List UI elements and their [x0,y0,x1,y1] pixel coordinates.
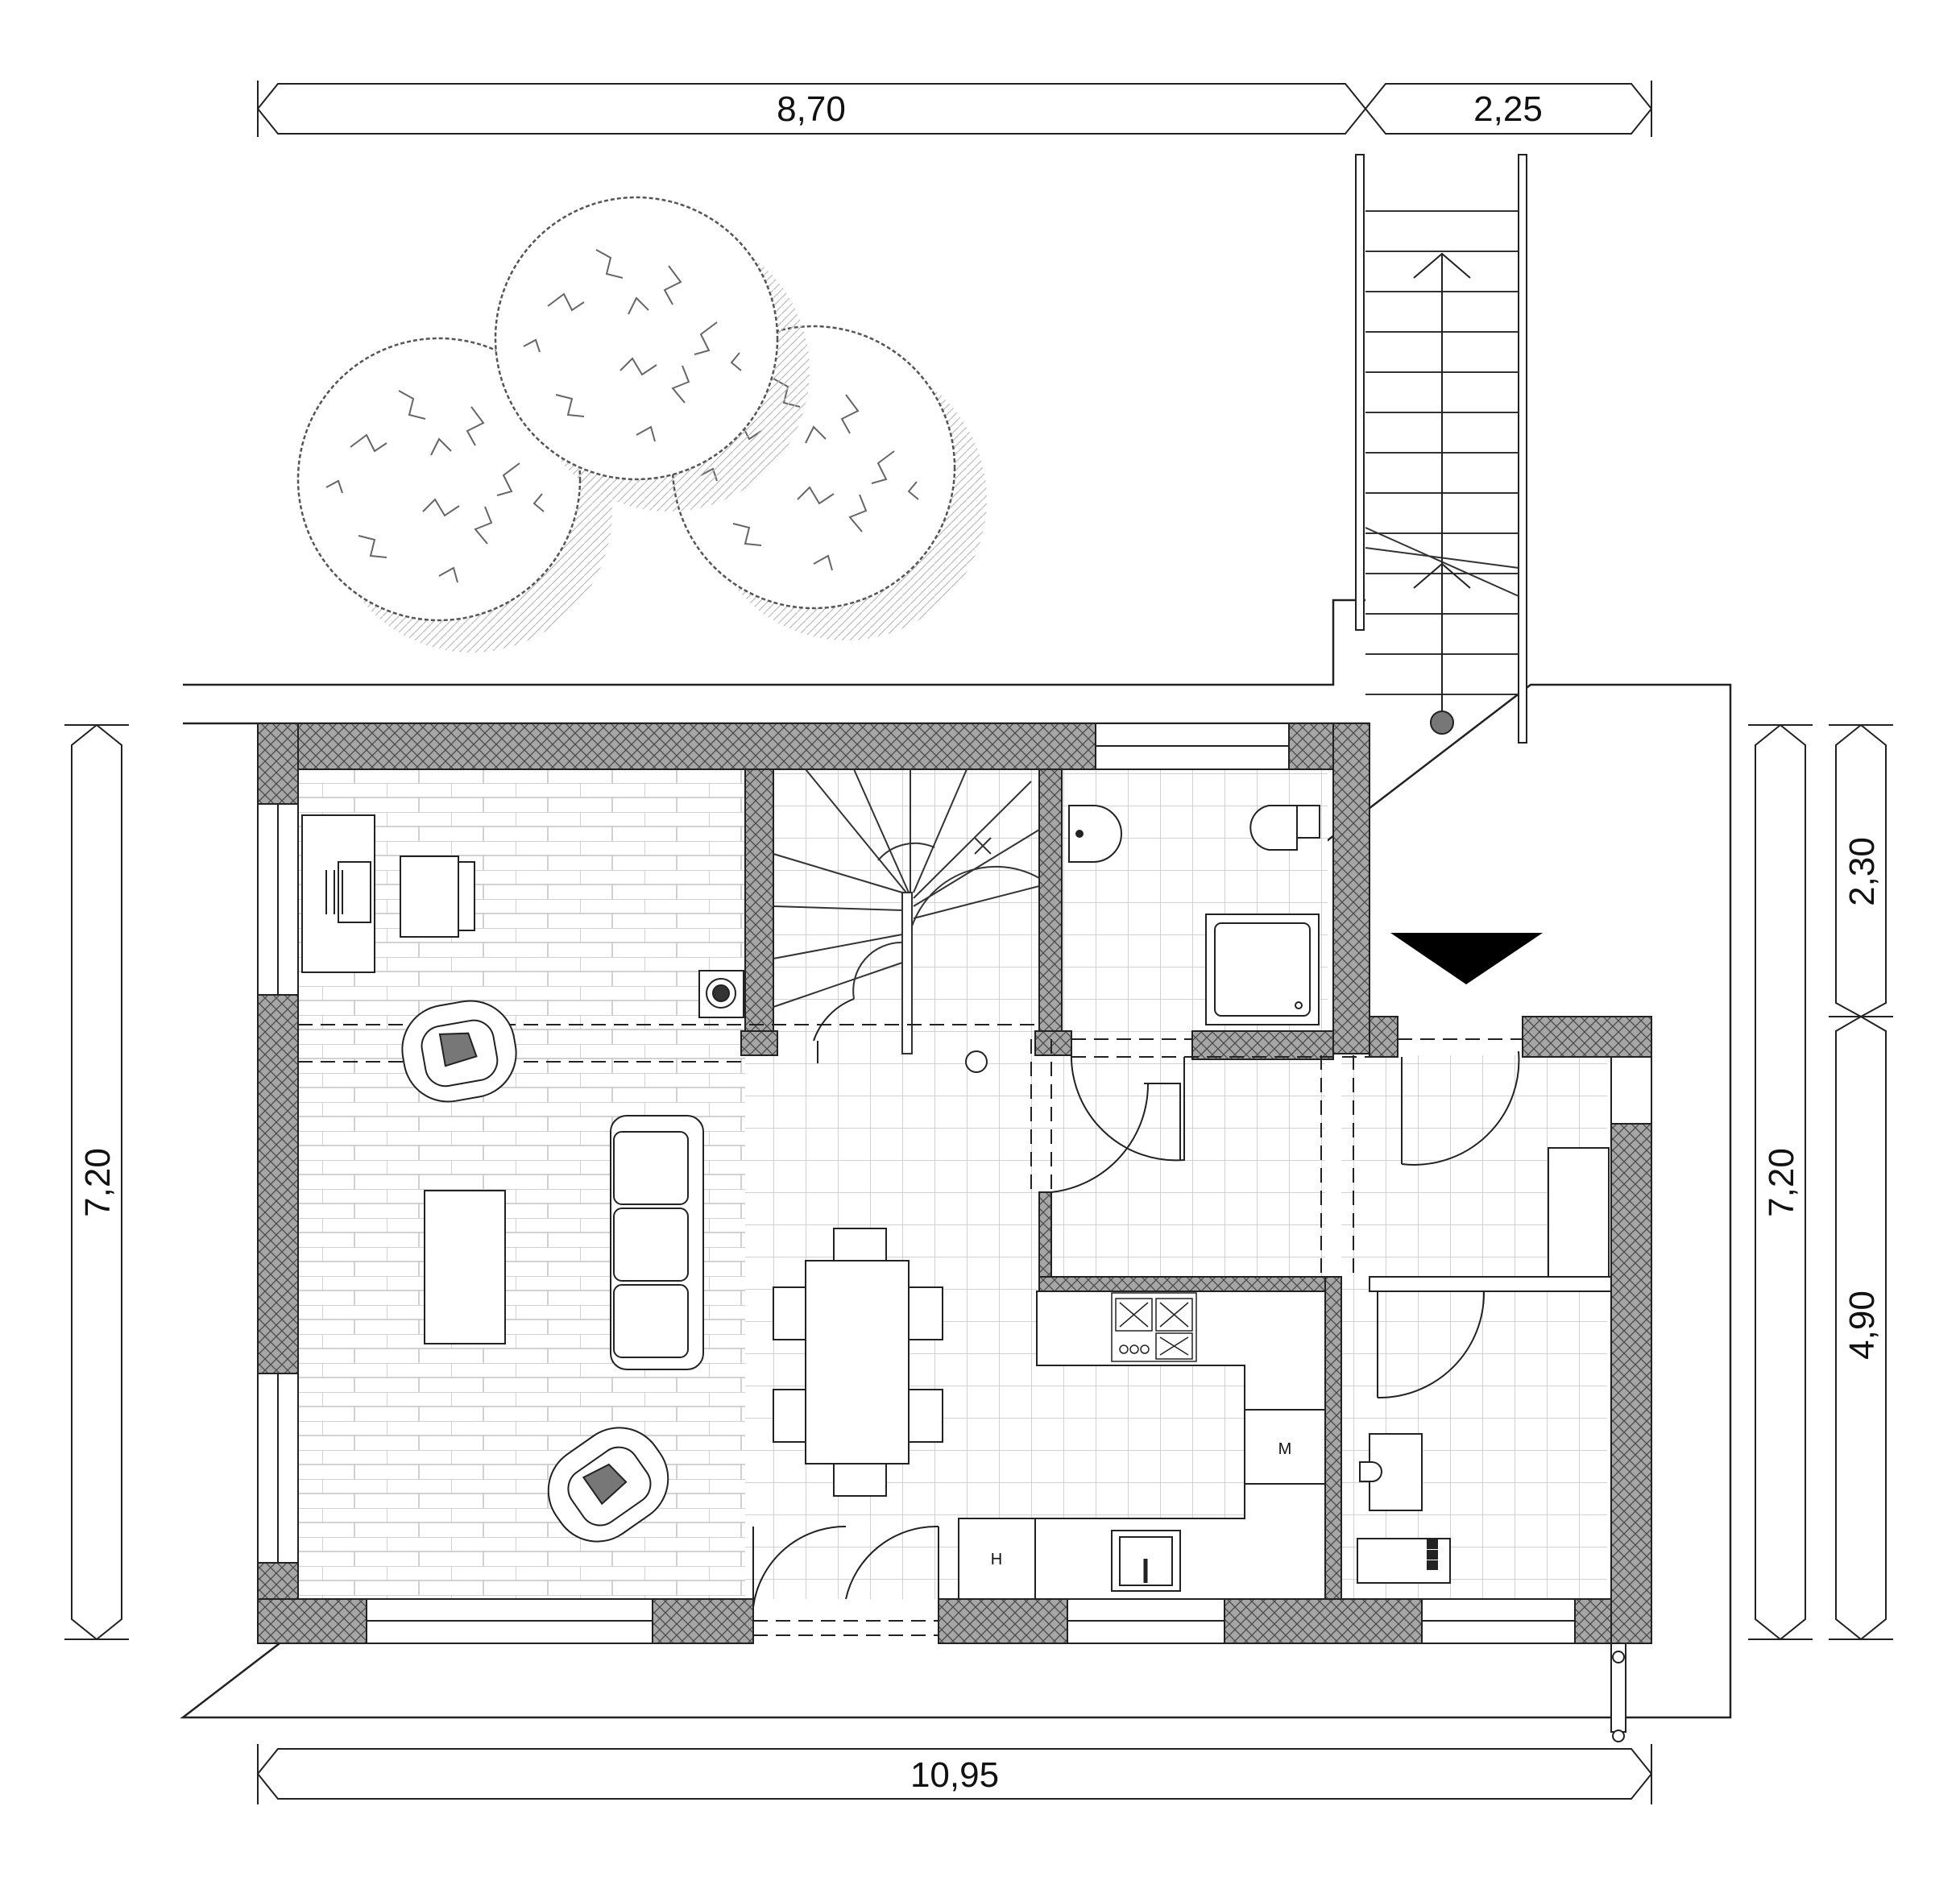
dimension-left: 7,20 [64,723,129,1641]
armchair-icon [401,1000,517,1103]
dimension-right-outer: 2,30 4,90 [1829,723,1893,1641]
dimension-bottom: 10,95 [256,1744,1653,1804]
sofa-icon [610,1115,704,1370]
beam-lines [298,1024,1595,1636]
dimension-top-left: 8,70 [256,81,1367,137]
kitchen: M H [958,1290,1326,1600]
desk [301,814,475,973]
dimension-label: 7,20 [78,1148,118,1217]
appliance-label-m: M [1278,1440,1292,1458]
utility-floor [1341,1055,1607,1599]
dimension-label: 7,20 [1762,1148,1801,1217]
hall-floor [1047,1055,1325,1281]
coffee-table [424,1190,506,1344]
stove-icon [1111,1292,1197,1362]
toilet-icon [1249,805,1320,851]
walls [257,723,1652,1644]
tree-icon [494,196,810,512]
windows [257,723,1652,1644]
doors [752,998,1520,1608]
trees [296,196,987,652]
utility-fixtures [1357,1147,1610,1584]
appliance-label-h: H [991,1551,1002,1568]
dimension-label: 8,70 [777,89,846,129]
sink-icon [1068,805,1122,863]
washer-icon [698,970,744,1018]
dimension-label: 4,90 [1842,1290,1882,1360]
exterior-stair [1355,154,1527,744]
dimension-label: 10,95 [910,1755,999,1795]
armchair-icon [547,1427,669,1543]
dimension-label: 2,30 [1842,837,1882,906]
dimension-top-right: 2,25 [1364,81,1653,137]
dimension-label: 2,25 [1473,89,1543,129]
drain-pipe [1610,1643,1626,1742]
shower-icon [1205,914,1320,1025]
dimension-right-inner: 7,20 [1748,723,1813,1641]
entrance-arrow-icon [1390,933,1543,984]
interior-stair [773,768,1040,1073]
dining-table-icon [773,1228,943,1497]
